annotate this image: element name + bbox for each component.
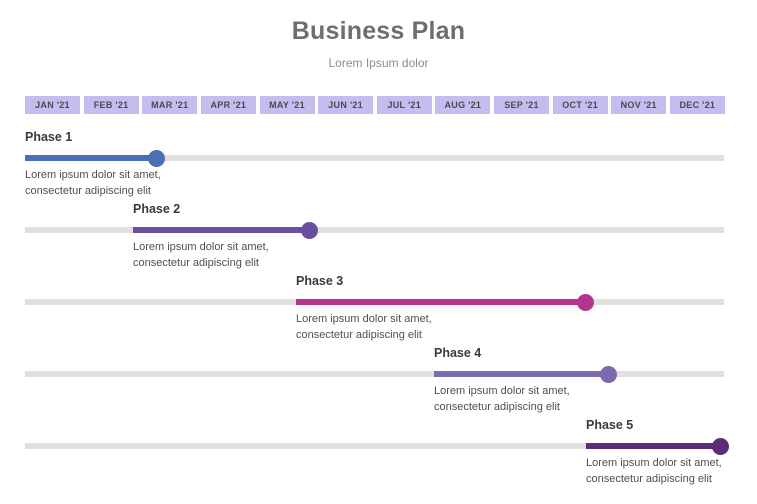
phase-description: Lorem ipsum dolor sit amet, consectetur … [434,385,570,413]
month-chip: MAY '21 [259,96,315,114]
phase-track [25,227,724,233]
phase-progress-bar [25,155,156,161]
phase-description: Lorem ipsum dolor sit amet, consectetur … [586,457,722,485]
phase-track [25,155,724,161]
header: Business Plan Lorem Ipsum dolor [0,0,757,70]
month-chip: MAR '21 [142,96,198,114]
phase-label: Phase 5 [586,418,634,432]
phase-description: Lorem ipsum dolor sit amet, consectetur … [296,313,432,341]
phase-track [25,443,724,449]
phase-label: Phase 1 [25,130,73,144]
month-chip: JUL '21 [376,96,432,114]
phase-milestone-dot[interactable] [147,149,165,167]
month-chip: JAN '21 [25,96,80,114]
phase-milestone-dot[interactable] [576,293,594,311]
month-chip: FEB '21 [83,96,139,114]
phase-track [25,371,724,377]
month-chip: AUG '21 [435,96,491,114]
page-title: Business Plan [291,17,466,45]
month-chip: NOV '21 [611,96,667,114]
phase-progress-bar [133,227,309,233]
month-chip: JUN '21 [318,96,374,114]
phase-milestone-dot[interactable] [711,437,729,455]
phase-label: Phase 4 [434,346,482,360]
month-chip: OCT '21 [552,96,608,114]
phase-description: Lorem ipsum dolor sit amet, consectetur … [25,169,161,197]
page-subtitle: Lorem Ipsum dolor [328,56,429,70]
month-chip: APR '21 [200,96,256,114]
month-chip: SEP '21 [494,96,549,114]
month-chip: DEC '21 [669,96,725,114]
phase-milestone-dot[interactable] [300,221,318,239]
phase-progress-bar [586,443,720,449]
phase-milestone-dot[interactable] [599,365,617,383]
phase-description: Lorem ipsum dolor sit amet, consectetur … [133,241,269,269]
phase-progress-bar [434,371,608,377]
phase-label: Phase 3 [296,274,344,288]
phase-progress-bar [296,299,585,305]
phase-label: Phase 2 [133,202,181,216]
